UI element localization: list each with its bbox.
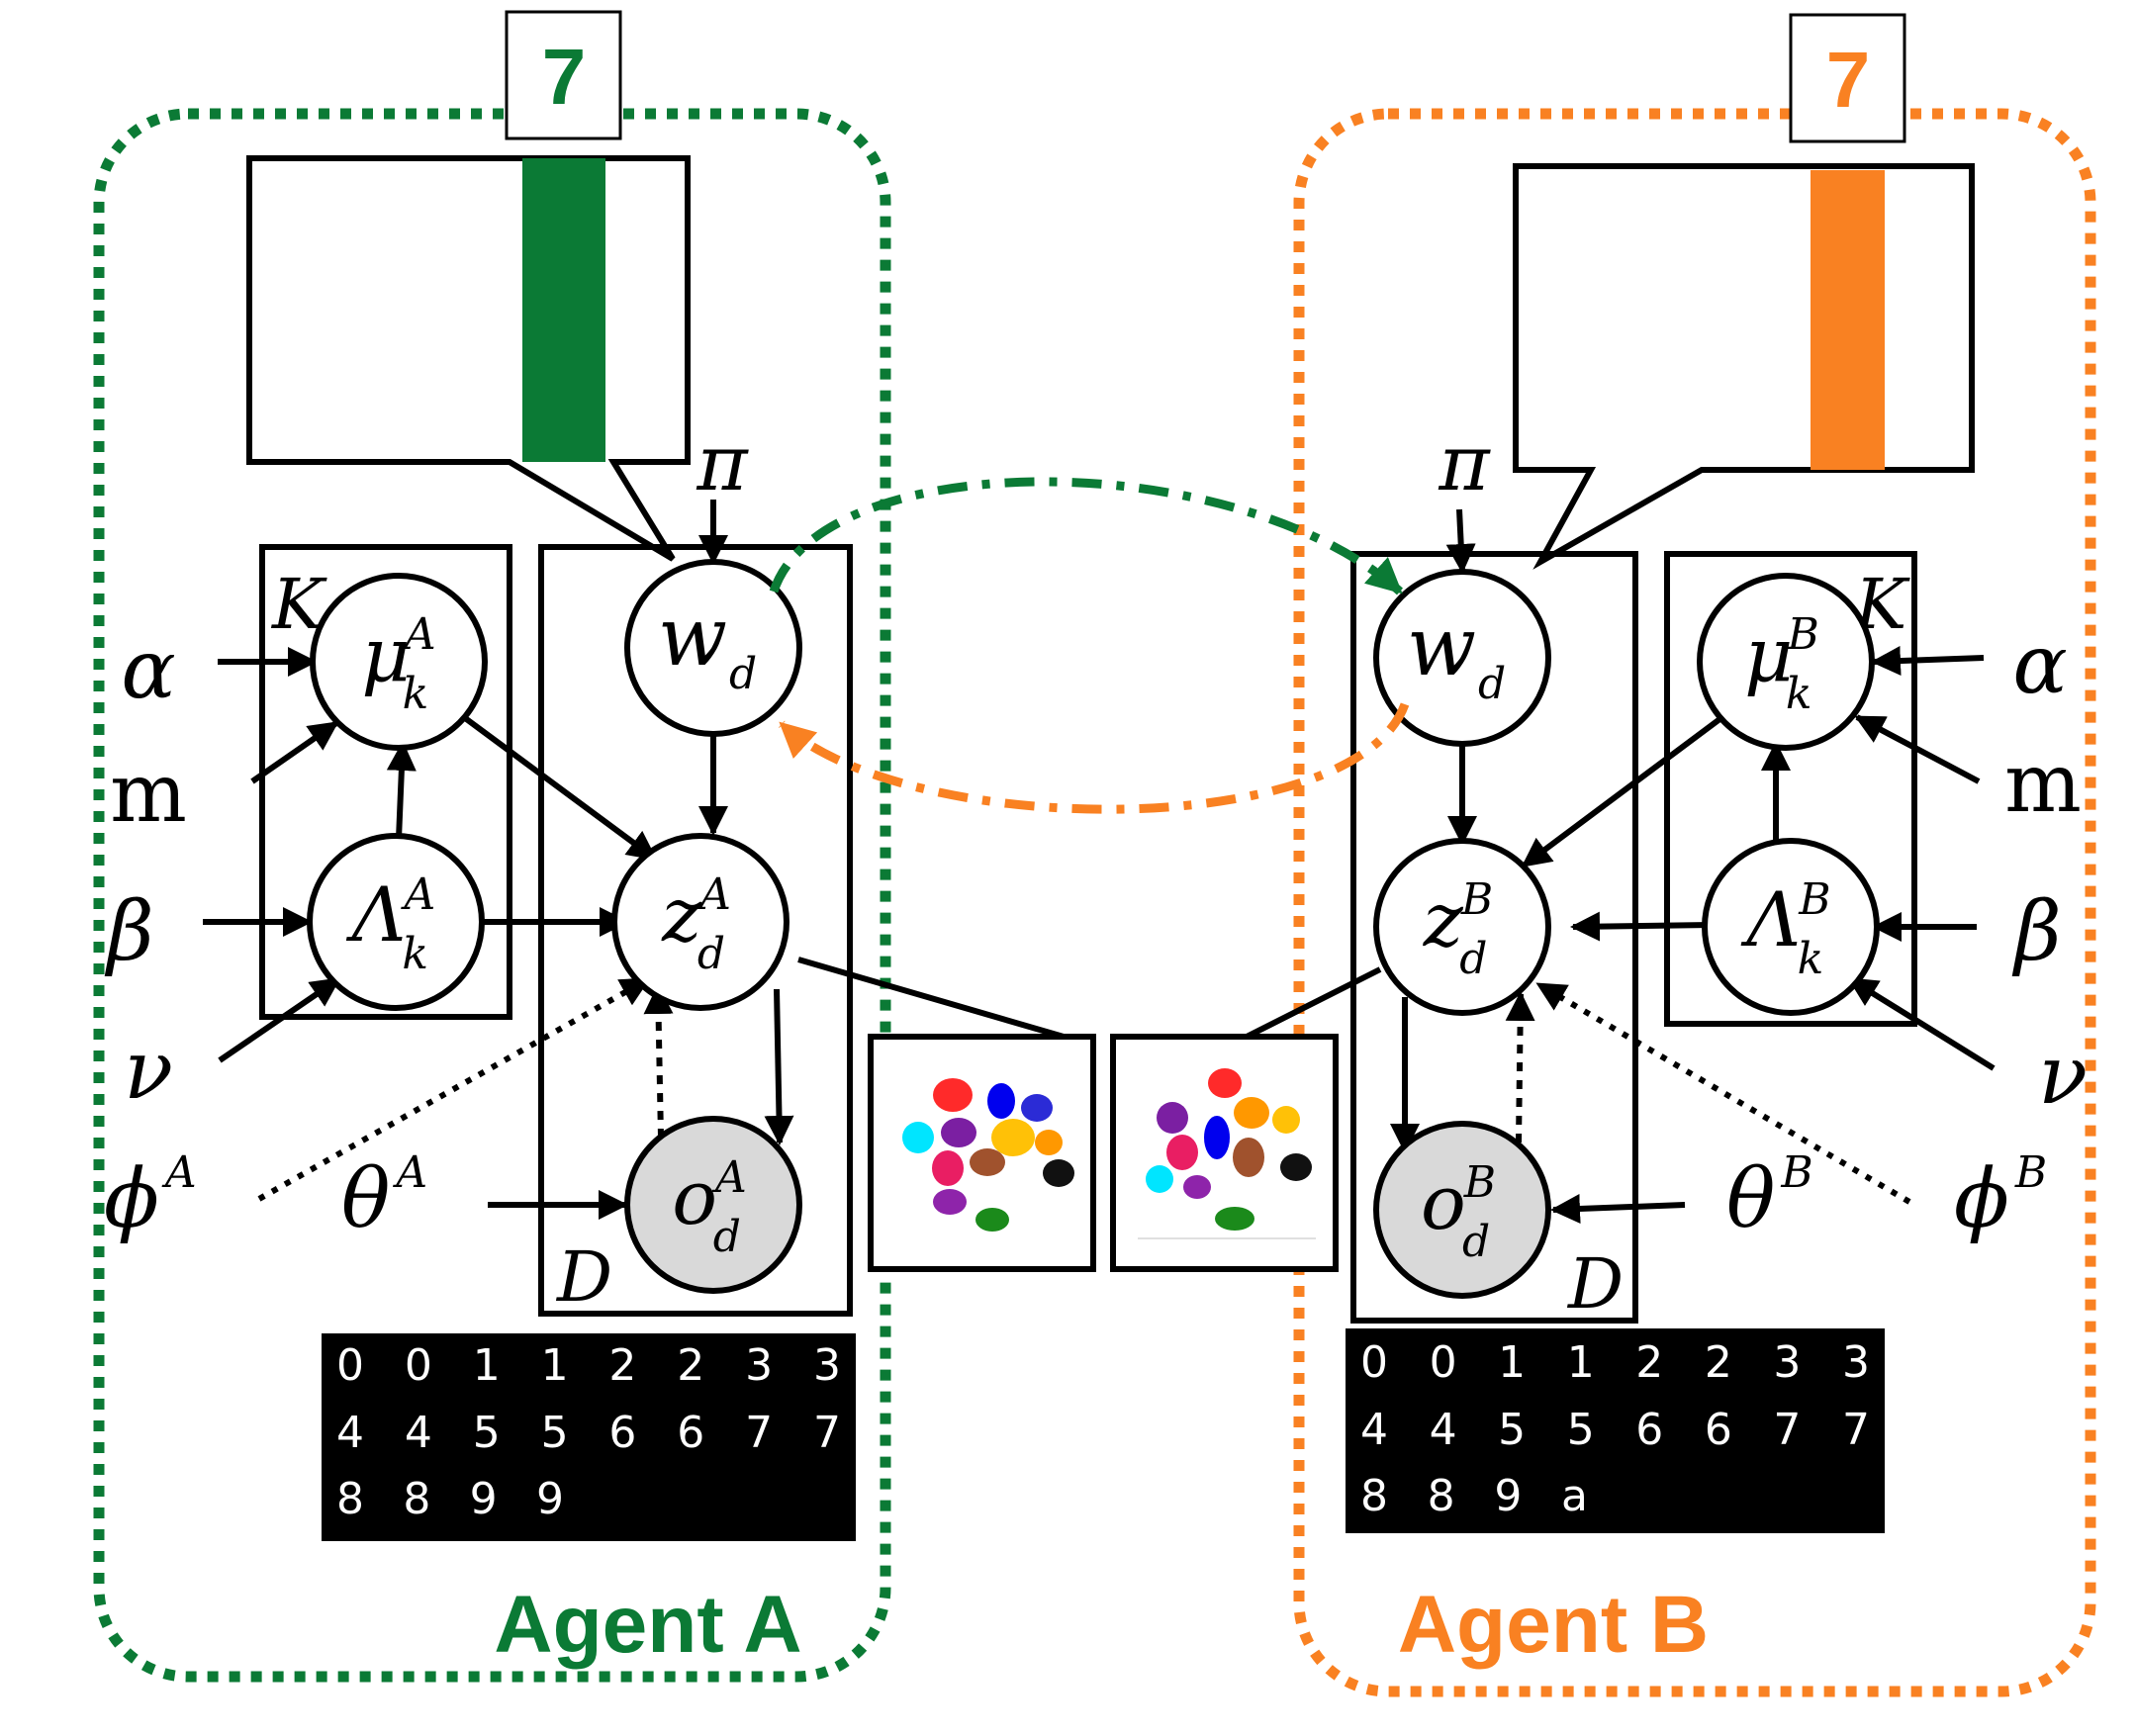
svg-text:wd: wd [658,591,757,699]
agent-b-edges [1245,508,1996,1224]
svg-text:zAd: zAd [661,869,731,979]
agent-a-latent-space-scatter [902,1078,1074,1232]
agent-b-param-beta: β [2011,885,2061,979]
agent-b-label: Agent B [1398,1580,1709,1670]
agent-a-boundary [93,108,891,1683]
agent-a-param-pi: π [696,419,749,508]
agent-a-digit-row-1: 0 0 1 1 2 2 3 3 [336,1340,841,1391]
svg-text:oBd: oBd [1421,1157,1496,1267]
agent-b-sign-value: 7 [1826,36,1871,124]
agent-b-latent-space-scatter [1138,1068,1316,1239]
agent-a-node-w: wd [624,559,802,737]
agent-a-edges [203,500,1065,1220]
agent-b-sign-box [1789,13,1906,143]
agent-b-boundary [1293,108,2096,1697]
agent-b-param-pi: π [1438,419,1491,508]
agent-a-digit-row-2: 4 4 5 5 6 6 7 7 [336,1408,841,1458]
svg-text:μAk: μAk [361,609,435,719]
agent-a-sign-value: 7 [542,33,587,121]
agent-b-observation-images [1346,1328,1885,1533]
agent-a-param-beta: β [104,885,153,979]
svg-text:ΛAk: ΛAk [346,869,436,979]
agent-b-digit-row-1: 0 0 1 1 2 2 3 3 [1360,1337,1870,1388]
agent-b-param-alpha: α [2012,618,2067,712]
agent-a-param-alpha: α [121,623,175,717]
agent-b-speech-bubble [1513,163,1975,570]
svg-text:wd: wd [1407,600,1506,709]
agent-b-node-w: wd [1373,569,1551,747]
agent-a-category-bar [522,158,605,462]
svg-text:μBk: μBk [1744,609,1819,719]
agent-b: 7 D K wd [1110,13,2096,1697]
agent-b-plate-d [1350,551,1638,1324]
svg-text:ΛBk: ΛBk [1740,874,1830,984]
svg-text:zBd: zBd [1423,874,1493,984]
agent-a-plate-d [538,544,853,1317]
sign-exchange-arrows [769,477,1410,814]
agent-b-category-bar [1811,170,1885,470]
agent-a-label: Agent A [494,1580,801,1670]
agent-a-observation-images [322,1333,856,1541]
agent-a-param-nu: ν [124,1024,173,1118]
agent-b-digit-row-2: 4 4 5 5 6 6 7 7 [1360,1405,1870,1455]
agent-a-sign-box [505,10,622,140]
agent-b-param-nu: ν [2038,1029,2088,1123]
agent-b-param-m: m [2004,737,2082,831]
agent-a-speech-bubble [246,155,691,562]
speaker-b-to-a-arrow [778,702,1410,814]
agent-a-plate-k [259,544,512,1020]
speaker-a-to-b-arrow [769,477,1404,595]
agent-b-plate-d-label: D [1566,1243,1624,1325]
agent-a-param-m: m [110,747,187,841]
agent-a-plate-d-label: D [555,1236,612,1318]
agent-b-plate-k [1664,551,1917,1027]
svg-text:oAd: oAd [672,1152,747,1262]
